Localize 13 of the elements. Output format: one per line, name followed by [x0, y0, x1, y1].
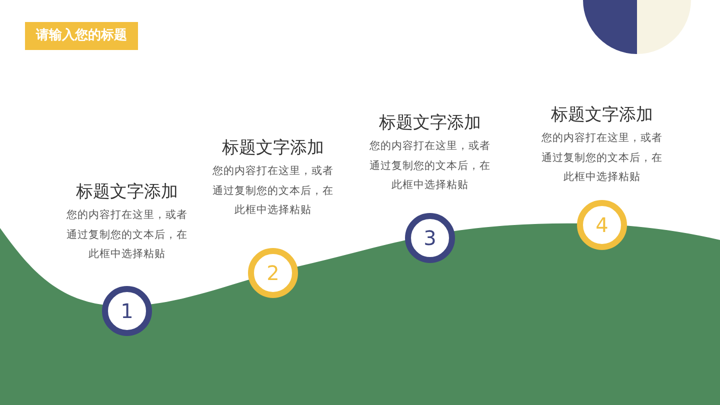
step-description: 您的内容打在这里，或者通过复制您的文本后，在此框中选择粘贴	[66, 208, 188, 262]
step-number-circle: 3	[405, 213, 455, 263]
step-number-circle: 2	[248, 248, 298, 298]
step-description: 您的内容打在这里，或者通过复制您的文本后，在此框中选择粘贴	[212, 164, 334, 218]
step-number-circle: 4	[577, 200, 627, 250]
step-number-circle: 1	[102, 286, 152, 336]
step-description: 您的内容打在这里，或者通过复制您的文本后，在此框中选择粘贴	[368, 139, 492, 193]
step-heading: 标题文字添加	[378, 112, 482, 134]
step-heading: 标题文字添加	[550, 104, 654, 126]
step-description: 您的内容打在这里，或者通过复制您的文本后，在此框中选择粘贴	[540, 131, 664, 185]
slide-title: 请输入您的标题	[25, 22, 138, 50]
step-heading: 标题文字添加	[75, 181, 179, 203]
step-heading: 标题文字添加	[221, 137, 325, 159]
